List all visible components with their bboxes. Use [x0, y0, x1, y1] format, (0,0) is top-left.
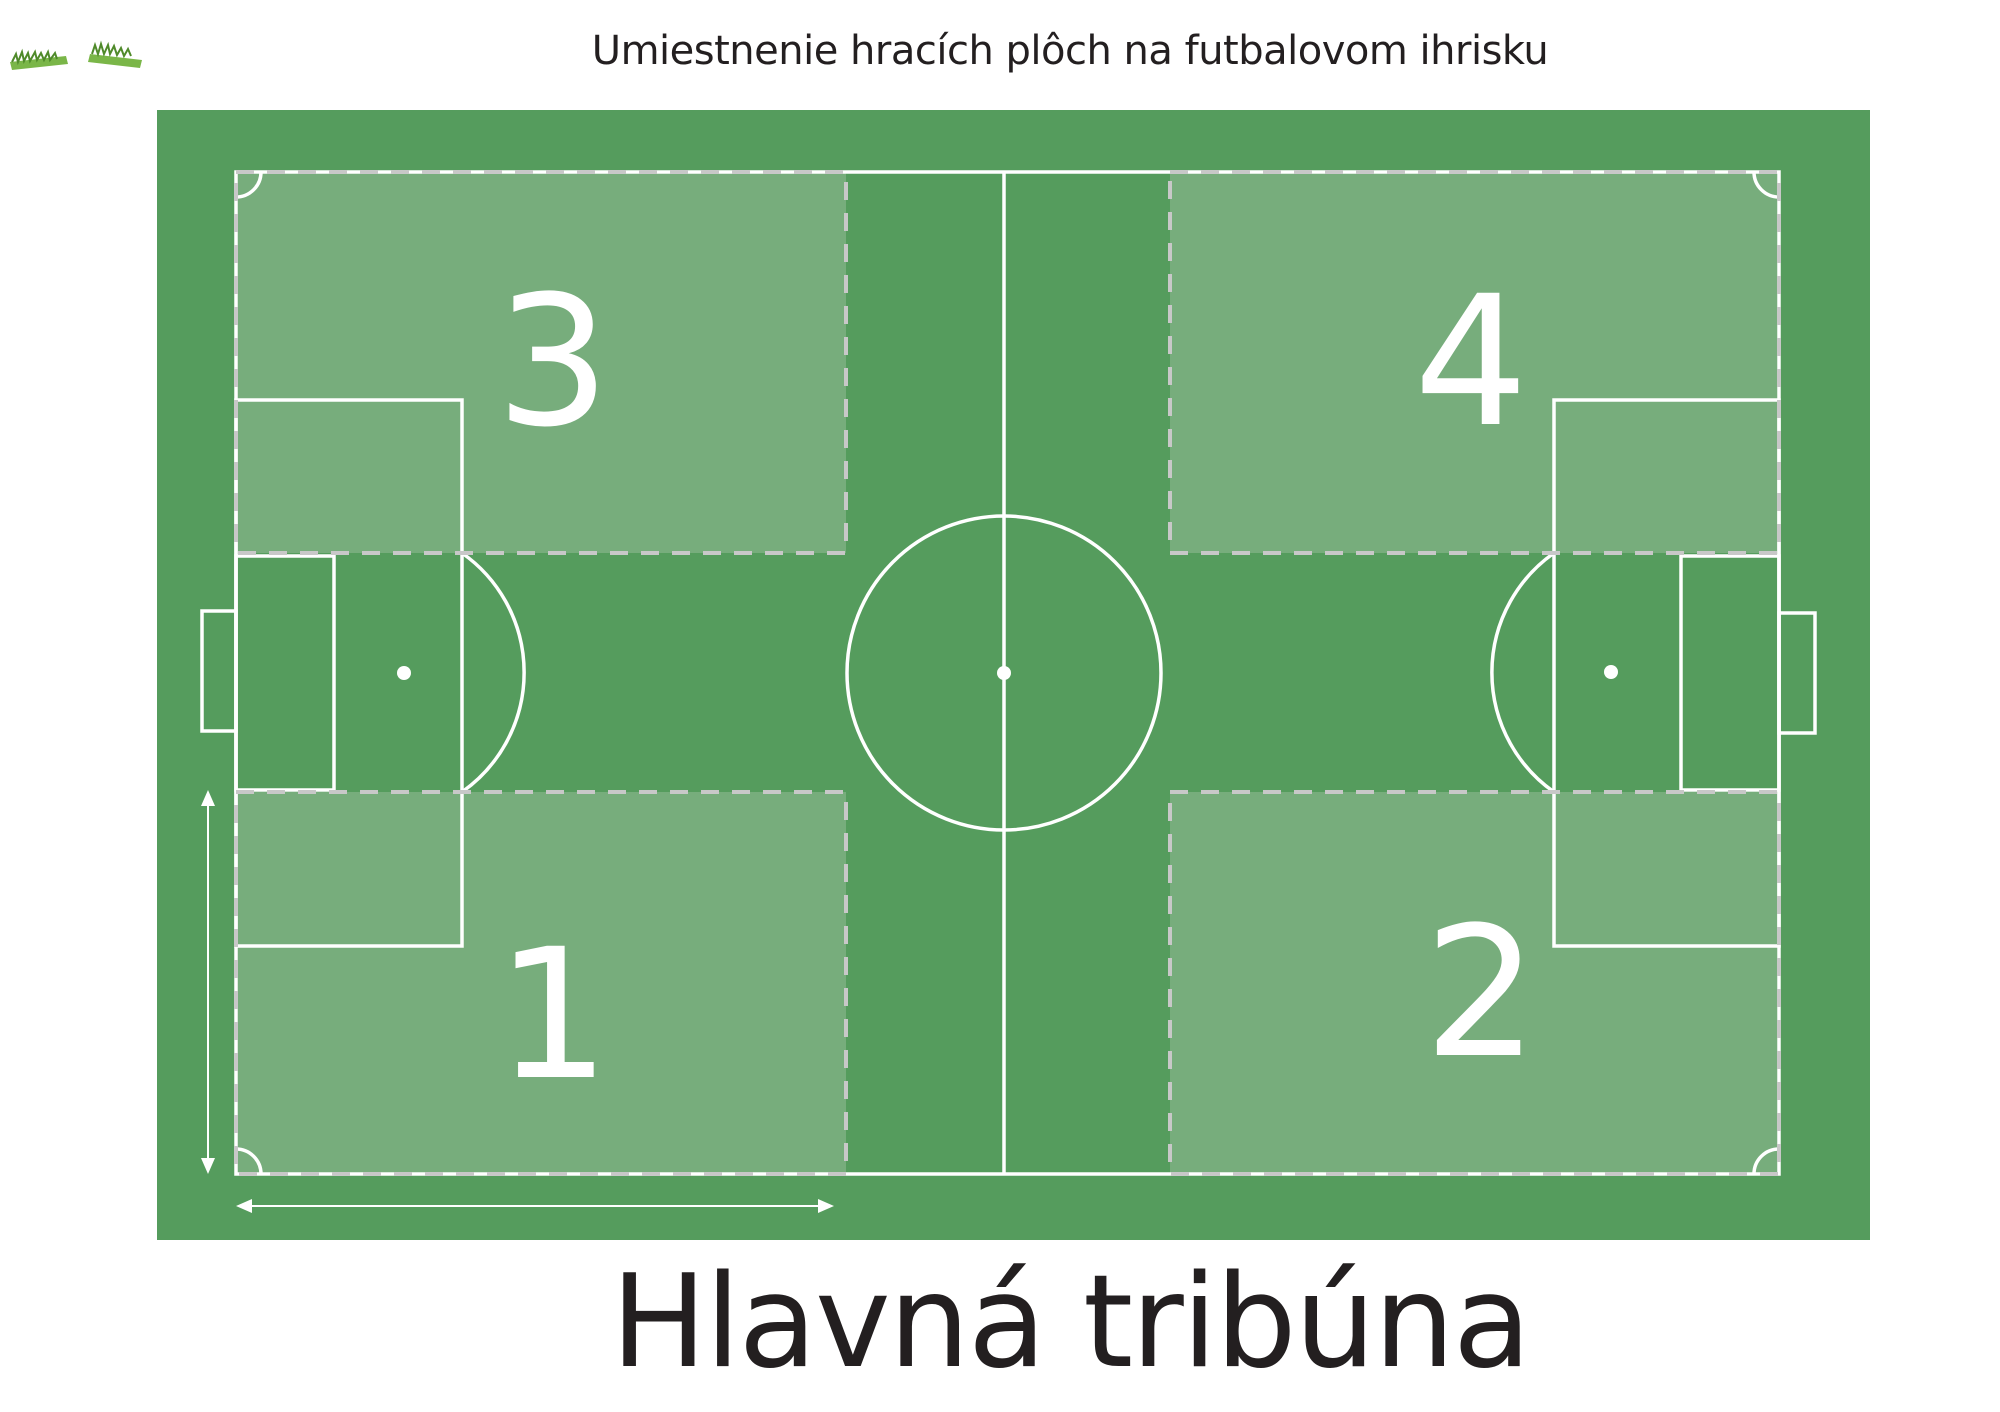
- left-penalty-arc: [460, 551, 526, 794]
- zone-area-2: [1170, 792, 1779, 1174]
- field-markings: [200, 170, 1817, 1176]
- zone-area-4: [1170, 172, 1779, 553]
- grass-icon: [10, 48, 68, 70]
- zone-number-2: 2: [1424, 889, 1539, 1098]
- zone-number-4: 4: [1414, 258, 1529, 467]
- corner-arc-bottom-right: [1752, 1147, 1780, 1175]
- page-title: Umiestnenie hracích plôch na futbalovom …: [591, 28, 1549, 74]
- grass-icon: [88, 40, 142, 68]
- right-penalty-arc: [1490, 551, 1556, 794]
- dimension-arrow-vertical: [201, 790, 215, 1174]
- right-penalty-spot: [1604, 665, 1618, 679]
- zone-number-1: 1: [496, 911, 611, 1120]
- corner-arc-top-right: [1752, 171, 1780, 199]
- zone-area-1: [236, 792, 846, 1174]
- left-penalty-spot: [397, 666, 411, 680]
- zone-number-3: 3: [496, 258, 611, 467]
- right-goal: [1777, 611, 1817, 735]
- zone-area-3: [236, 172, 846, 553]
- grass-logo: [10, 40, 142, 70]
- centre-spot: [997, 666, 1011, 680]
- left-goal: [200, 609, 238, 733]
- centre-circle: [845, 514, 1163, 832]
- dimension-arrow-horizontal: [236, 1199, 834, 1213]
- corner-arc-bottom-left: [235, 1147, 263, 1175]
- corner-arc-top-left: [235, 171, 263, 199]
- main-stand-label: Hlavná tribúna: [610, 1248, 1532, 1397]
